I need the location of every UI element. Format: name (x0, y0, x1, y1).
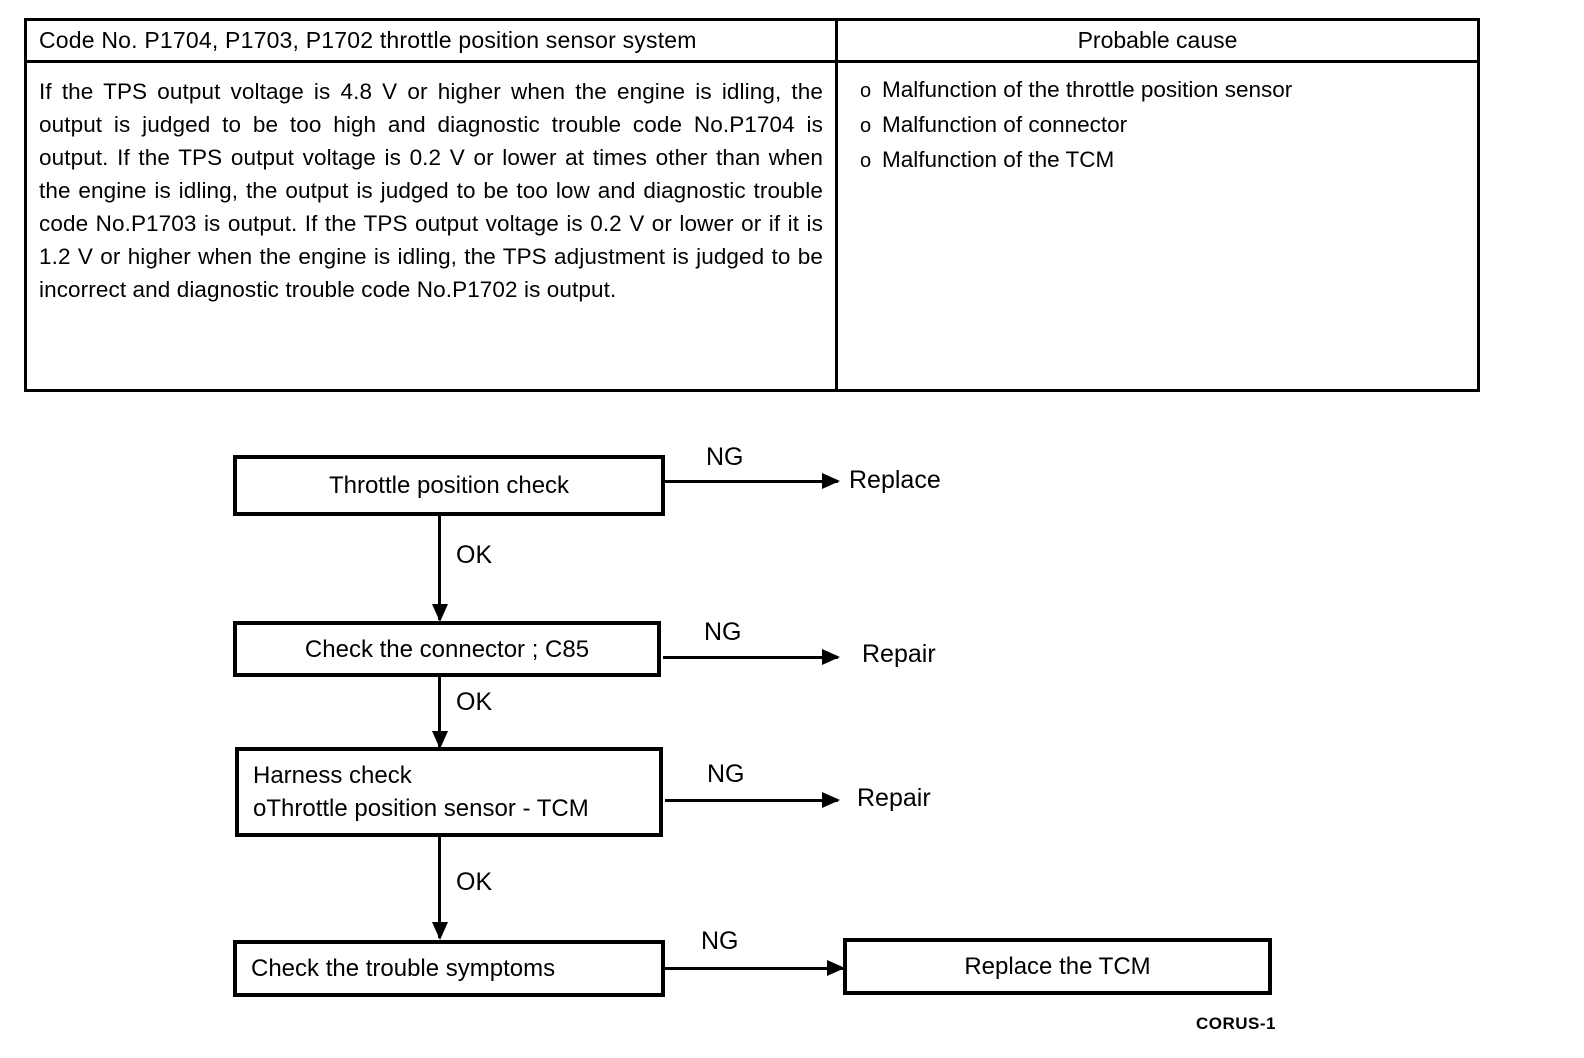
result-repair: Repair (857, 784, 931, 812)
arrowhead-down-icon (432, 922, 448, 940)
arrowhead-right-icon (822, 792, 840, 808)
ng-arrow (663, 649, 840, 665)
flow-step-label-line2: oThrottle position sensor - TCM (253, 795, 589, 822)
flow-step-check-connector: Check the connector ; C85 (233, 621, 661, 677)
ok-label: OK (456, 541, 493, 569)
ng-arrow (665, 792, 840, 808)
dtc-table-header-code: Code No. P1704, P1703, P1702 throttle po… (27, 21, 838, 63)
flow-step-throttle-position-check: Throttle position check (233, 455, 665, 516)
bullet-icon: o (860, 115, 872, 137)
ng-label: NG (701, 927, 739, 955)
ng-label: NG (707, 760, 745, 788)
ng-label: NG (704, 618, 742, 646)
arrowhead-right-icon (822, 473, 840, 489)
ok-arrow (432, 516, 448, 622)
dtc-table-header-probable-cause: Probable cause (838, 21, 1477, 63)
ng-label: NG (706, 443, 744, 471)
result-repair: Repair (862, 640, 936, 668)
page-reference-code: CORUS-1 (1196, 1014, 1277, 1033)
cause-item: o Malfunction of the throttle position s… (838, 73, 1477, 108)
dtc-table: Code No. P1704, P1703, P1702 throttle po… (24, 18, 1480, 392)
ok-arrow (432, 677, 448, 749)
cause-text: Malfunction of the throttle position sen… (882, 77, 1293, 102)
ng-arrow (665, 960, 845, 976)
cause-text: Malfunction of the TCM (882, 147, 1115, 172)
dtc-description-cell: If the TPS output voltage is 4.8 V or hi… (27, 63, 838, 389)
arrowhead-down-icon (432, 604, 448, 622)
cause-text: Malfunction of connector (882, 112, 1128, 137)
arrowhead-right-icon (822, 649, 840, 665)
bullet-icon: o (860, 80, 872, 102)
ok-label: OK (456, 688, 493, 716)
ok-arrow (432, 837, 448, 940)
flow-step-label: Check the trouble symptoms (251, 955, 556, 982)
flow-end-label: Replace the TCM (964, 953, 1151, 980)
arrowhead-down-icon (432, 731, 448, 749)
ok-label: OK (456, 868, 493, 896)
probable-cause-cell: o Malfunction of the throttle position s… (838, 63, 1477, 389)
ng-arrow (665, 473, 840, 489)
flow-step-label: Throttle position check (328, 472, 570, 499)
flow-step-label-line1: Harness check (253, 762, 412, 789)
result-replace: Replace (849, 466, 941, 494)
bullet-icon: o (860, 150, 872, 172)
dtc-code-title: Code No. P1704, P1703, P1702 throttle po… (39, 27, 697, 53)
flow-step-label: Check the connector ; C85 (304, 635, 590, 663)
cause-item: o Malfunction of connector (838, 108, 1477, 143)
arrowhead-right-icon (827, 960, 845, 976)
cause-item: o Malfunction of the TCM (838, 143, 1477, 178)
flow-step-harness-check: Harness check oThrottle position sensor … (235, 747, 663, 837)
flow-step-check-trouble-symptoms: Check the trouble symptoms (233, 940, 665, 997)
flow-end-replace-tcm: Replace the TCM (843, 938, 1272, 995)
probable-cause-title: Probable cause (1077, 27, 1238, 53)
dtc-description-text: If the TPS output voltage is 4.8 V or hi… (39, 79, 823, 302)
